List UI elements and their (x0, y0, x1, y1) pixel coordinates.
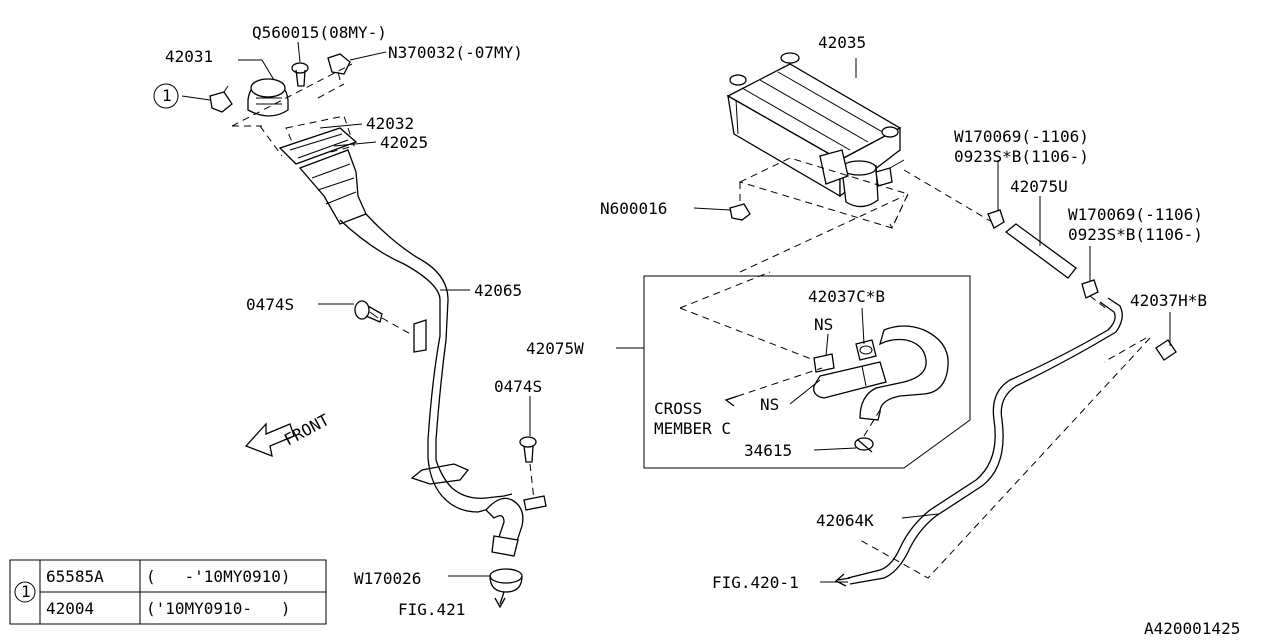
front-label: FRONT (281, 410, 333, 450)
canister-42035 (726, 52, 905, 208)
circle-ref-text: 1 (162, 86, 172, 105)
cross-member-line1: CROSS (654, 399, 702, 418)
callout-FIG421: FIG.421 (398, 600, 465, 619)
callout-0474S-upper: 0474S (246, 295, 294, 314)
clamp-W170026 (489, 568, 523, 593)
callout-42065: 42065 (474, 281, 522, 300)
callout-42025: 42025 (380, 133, 428, 152)
callout-0923S-a: 0923S*B(1106-) (954, 147, 1089, 166)
nut-N600016 (729, 203, 751, 221)
reference-circle-1 (153, 83, 179, 109)
front-arrow-icon (244, 422, 295, 458)
callout-42075W: 42075W (526, 339, 584, 358)
filler-pipe-42065 (298, 149, 524, 557)
callout-FIG420-1: FIG.420-1 (712, 573, 799, 592)
callout-42037C: 42037C*B (808, 287, 885, 306)
callout-W170069-a: W170069(-1106) (954, 127, 1089, 146)
clip-part-1 (209, 85, 233, 113)
clip-42037C (855, 339, 877, 361)
hose-42075W (813, 325, 949, 421)
parts-table: 1 65585A ( -'10MY0910) 42004 ('10MY0910-… (9, 559, 327, 625)
nut-N370032 (327, 53, 351, 81)
label-layer: 42031 Q560015(08MY-) N370032(-07MY) 4203… (162, 23, 1240, 638)
bolt-0474S-upper (354, 300, 383, 323)
gasket-42032 (278, 127, 358, 165)
callout-42075U: 42075U (1010, 177, 1068, 196)
leaders-left (181, 41, 531, 577)
table-row-1-part: 65585A (46, 567, 104, 586)
bracket-lower-tab (523, 495, 547, 511)
callout-Q560015: Q560015(08MY-) (252, 23, 387, 42)
table-row-2-range: ('10MY0910- ) (146, 599, 291, 618)
bolt-0474S-lower (519, 436, 537, 463)
inset-box (643, 271, 971, 469)
table-row-2-part: 42004 (46, 599, 94, 618)
cross-member-line2: MEMBER C (654, 419, 731, 438)
callout-42064K: 42064K (816, 511, 874, 530)
table-ref-text: 1 (21, 582, 31, 601)
callout-N600016: N600016 (600, 199, 667, 218)
clip-42037H (1155, 339, 1177, 361)
diagram-id: A420001425 (1144, 619, 1240, 638)
callout-0923S-b: 0923S*B(1106-) (1068, 225, 1203, 244)
evap-pipe-42064K (834, 297, 1123, 587)
callout-42031: 42031 (165, 47, 213, 66)
callout-42035: 42035 (818, 33, 866, 52)
callout-W170069-b: W170069(-1106) (1068, 205, 1203, 224)
callout-0474S-lower: 0474S (494, 377, 542, 396)
leaders-right (616, 58, 1171, 583)
hose-42075U (987, 209, 1099, 299)
bolt-Q560015 (291, 62, 309, 87)
bracket-upper (413, 319, 427, 353)
callout-NS-upper: NS (814, 315, 833, 334)
filler-cap-42031 (247, 78, 289, 117)
callout-NS-lower: NS (760, 395, 779, 414)
clamp-34615 (854, 437, 874, 453)
table-ref-circle (14, 581, 36, 603)
callout-W170026: W170026 (354, 569, 421, 588)
table-row-1-range: ( -'10MY0910) (146, 567, 291, 586)
callout-N370032: N370032(-07MY) (388, 43, 523, 62)
callout-42032: 42032 (366, 114, 414, 133)
callout-34615: 34615 (744, 441, 792, 460)
callout-42037H: 42037H*B (1130, 291, 1207, 310)
